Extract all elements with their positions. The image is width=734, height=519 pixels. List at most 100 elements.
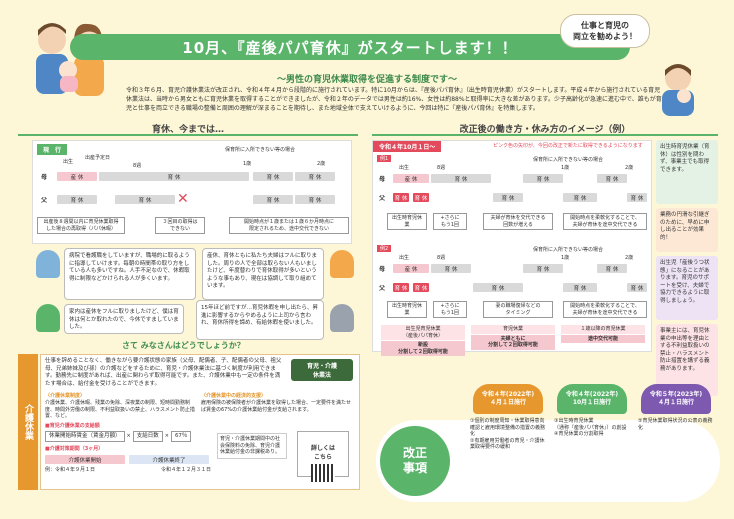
formula-title: ■育児介護休業の支給額: [45, 423, 100, 429]
right-section-title: 改正後の働き方・休み方のイメージ（例）: [372, 122, 718, 136]
voice-2: 産休、育休ともに私たち夫婦はフルに取りました。周りの人で全部は取らない人もいまし…: [202, 248, 324, 300]
formula-times: ×: [126, 433, 131, 439]
ex1-note-switch: 夫婦が育休を交代できる 回数が増える: [483, 213, 553, 230]
label-year2: 2歳: [625, 255, 634, 261]
ex1-note-birth-leave: 出生時育児休業: [387, 213, 427, 230]
label-birth-due: 出産予定日: [85, 155, 111, 161]
row-mother: 母: [379, 176, 386, 183]
page-title: 10月、『産後パパ育休』がスタートします！！: [70, 34, 630, 60]
label-nursery: 保育所に入所できない等の場合: [533, 157, 604, 163]
label-week8: 8週: [437, 165, 446, 171]
reform-item-head: 令和４年(2022年) ４月１日施行: [473, 384, 543, 414]
reform-tag: 令和４年10月１日～: [373, 141, 442, 152]
law-badge: 育児・介護 休業法: [291, 359, 353, 381]
father-leave-bar-2: 育 休: [115, 195, 175, 204]
side-note-3: 出生児「産後うつ状態」になることがあります。育児のサポートを受け、夫婦で協力でき…: [656, 256, 718, 320]
ex2-father-leave-3: 育 休: [627, 283, 647, 292]
reform-item-body: ⑤育児休業取得状況の公表の義務化: [638, 418, 713, 431]
formula-times: ×: [164, 433, 169, 439]
cross-icon: ✕: [177, 191, 189, 207]
subtitle: ～男性の育児休業取得を促進する制度です～: [276, 75, 457, 85]
ex1-note-flex: 開始時点を柔軟化することで、 夫婦が育休を途中交代できる: [563, 213, 647, 230]
label-nursery: 保育所に入所できない等の場合: [533, 247, 604, 253]
label-birth: 出生: [399, 255, 410, 261]
care-benefit-title: 〈介護休業中の経済的支援〉: [201, 393, 267, 399]
ex1-mother-leave-3: 育 休: [597, 174, 627, 183]
more-info-button[interactable]: 詳しくは こちら: [297, 431, 349, 482]
ex1-mother-maternity: 産 休: [393, 174, 429, 183]
period-end-bar: 介護休業終了: [129, 455, 209, 464]
note-third-leave: ３回目の取得は できない: [155, 217, 205, 234]
ex1-mother-leave-2: 育 休: [523, 174, 563, 183]
mother-ext-bar-2: 育 休: [295, 172, 335, 181]
label-year1: 1歳: [561, 255, 570, 261]
ex2-father-birth-leave-2: 育 休: [413, 283, 429, 292]
voice-1: 病院で看護職をしていますが、職場的に取るように指導していけます。毎朝の時間帯の取…: [64, 248, 196, 300]
summary-head: 出生児育児休業 （産後パパ育休）: [381, 325, 465, 340]
formula-wage: 休業開始時賃金（賃金月額）: [45, 431, 125, 442]
summary-value: 夫婦ともに 分割して２回取得可能: [471, 334, 555, 350]
father-ext-bar-1: 育 休: [253, 195, 293, 204]
intro-text: 令和３年６月、育児介護休業法が改正され、令和４年４月から段階的に施行されています…: [126, 87, 662, 112]
summary-col: １歳以降の育児休業 途中交代可能: [561, 325, 645, 356]
ex2-mother-leave: 育 休: [431, 264, 471, 273]
ex2-father-leave: 育 休: [473, 283, 523, 292]
label-year1: 1歳: [243, 161, 252, 167]
reform-summary: 改正 事項: [376, 420, 720, 502]
care-benefit: 雇用保険の被保険者が介護休業を取得した場合、一定要件を満たせば賃金の67%の介護…: [201, 400, 352, 413]
more-info-label: 詳しくは こちら: [310, 445, 335, 461]
summary-value: 新設 分割して２回取得可能: [381, 341, 465, 356]
mother-maternity-bar: 産 休: [57, 172, 97, 181]
reform-item-1: 令和４年(2022年) ４月１日施行 ①個別の制度周知・休業取得意向確認と雇用環…: [470, 384, 546, 451]
summary-col: 出生児育児休業 （産後パパ育休） 新設 分割して２回取得可能: [381, 325, 465, 356]
legend: ピンク色の矢印が、今回の改正で新たに取得できるようになります: [493, 143, 643, 149]
ex2-note-birth-leave: 出生時育児休業: [387, 301, 427, 318]
side-note-2: 業務の円滑な引継ぎのために、早めに申し出ることが効果的！: [656, 208, 718, 252]
voice-4: 15年ほど前ですが…育児休暇を申し出たら、昇進に影響するからやめるように上司から…: [196, 300, 324, 340]
label-birth: 出生: [399, 165, 410, 171]
person-icon: [36, 304, 60, 332]
voice-3: 家内は産休をフルに取りましたけど、僕は育休は何とか取れたので、今休ですましていま…: [64, 304, 184, 334]
reform-item-head: 令和５年(2023年) ４月１日施行: [641, 384, 711, 414]
period-date-start: 例：令和４年９月１日: [45, 467, 96, 473]
baby-illustration: [648, 58, 708, 116]
formula-rate: 67％: [170, 431, 192, 442]
care-kinds-title: 〈介護休業制度〉: [45, 393, 86, 399]
reform-label: 改正 事項: [380, 426, 450, 496]
ex1-father-leave-2: 育 休: [563, 193, 597, 202]
speech-bubble-text: 仕事と育児の 両立を勧めよう！: [573, 21, 637, 41]
speech-bubble: 仕事と育児の 両立を勧めよう！: [560, 14, 650, 48]
row-mother: 母: [41, 174, 48, 181]
care-panel: 仕事を辞めることなく、働きながら要介護状態の家族（父母、配偶者、子、配偶者の父母…: [40, 354, 360, 490]
formula-days: 支給日数: [132, 431, 163, 442]
summary-value: 途中交代可能: [561, 334, 645, 343]
ex1-note-once-more: +さらに もう1回: [433, 213, 467, 230]
care-footnote: 育児・介護休業期間中の社会保険料の免除、育児介護休業給付金の非課税あり。: [217, 433, 287, 459]
care-vertical-title: 介護休業: [18, 354, 38, 490]
current-tag: 現 行: [37, 144, 68, 155]
mother-ext-bar-1: 育 休: [253, 172, 293, 181]
reform-item-head: 令和４年(2022年) 10月１日施行: [557, 384, 627, 414]
example-1-tag: 例1: [377, 155, 392, 162]
ex1-father-leave: 育 休: [493, 193, 523, 202]
ex1-father-leave-3: 育 休: [627, 193, 647, 202]
question: さて みなさんはどうでしょうか？: [122, 341, 245, 350]
ex1-father-birth-leave-2: 育 休: [413, 193, 429, 202]
row-father: 父: [379, 285, 386, 292]
ex2-mother-maternity: 産 休: [393, 264, 429, 273]
ex2-mother-leave-2: 育 休: [523, 264, 563, 273]
note-papa-leave: 出産後８週間以内に育児休業取得 した場合の再取得（パパ休暇）: [37, 217, 125, 234]
care-kinds: 介護休業、介護休暇、残業の免除、深夜業の制限、短時間勤務制度、時間外労働の制限、…: [45, 400, 195, 419]
formula: 休業開始時賃金（賃金月額） × 支給日数 × 67％: [45, 431, 192, 442]
row-father: 父: [379, 195, 386, 202]
label-nursery: 保育所に入所できない等の場合: [225, 147, 296, 153]
current-system-panel: 現 行 出産予定日 出生 8週 保育所に入所できない等の場合 1歳 2歳 母 産…: [32, 140, 352, 244]
period-start-bar: 介護休業開始: [45, 455, 125, 464]
person-icon: [36, 250, 60, 278]
ex2-father-birth-leave-1: 育 休: [393, 283, 409, 292]
summary-row: 出生児育児休業 （産後パパ育休） 新設 分割して２回取得可能 育児休業 夫婦とも…: [381, 325, 645, 356]
label-week8: 8週: [133, 163, 142, 169]
ex1-father-birth-leave-1: 育 休: [393, 193, 409, 202]
ex1-mother-leave: 育 休: [431, 174, 491, 183]
reform-item-2: 令和４年(2022年) 10月１日施行 ③出生時育児休業 （通称『産後パパ育休』…: [554, 384, 630, 438]
